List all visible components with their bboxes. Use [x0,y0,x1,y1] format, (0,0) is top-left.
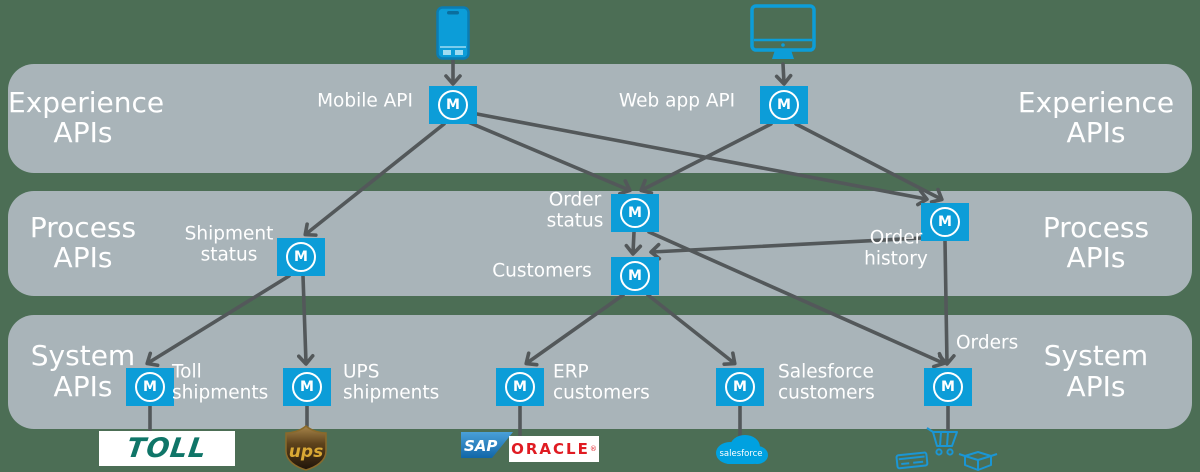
process-apis-label-right: Process APIs [1042,210,1150,275]
experience-apis-label-right: Experience APIs [1017,85,1175,150]
process-apis-label-left: Process APIs [29,210,137,275]
mule-logo-icon: M [933,372,963,402]
edge-customers-to-erp [524,293,625,367]
sap-logo: SAP [461,432,513,462]
node-shipment-status: M [277,238,325,276]
label-webapp-api: Web app API [618,90,736,112]
sap-logo-shape [461,432,513,458]
label-erp-customers: ERP customers [553,361,650,404]
label-order-history: Order history [864,227,928,270]
label-ups-shipments: UPS shipments [343,361,440,404]
experience-apis-label-left: Experience APIs [8,85,165,150]
salesforce-logo: salesforce [710,432,772,472]
mule-logo-icon: M [135,372,165,402]
salesforce-logo-text: salesforce [719,449,762,459]
edge-shipment-status-to-toll [145,274,291,368]
label-order-status: Order status [546,189,604,232]
node-salesforce-customers: M [716,368,764,406]
ups-shield-icon [285,425,327,471]
toll-logo: TOLL [99,431,235,466]
node-orders: M [924,368,972,406]
label-mobile-api: Mobile API [317,90,413,112]
mule-logo-icon: M [725,372,755,402]
node-erp-customers: M [496,368,544,406]
edge-shipment-status-to-ups [296,274,315,366]
mule-logo-icon: M [286,242,316,272]
node-mobile-api: M [429,86,477,124]
edge-mobile-api-to-shipment-status [303,122,446,237]
experience-apis-band: Experience APIs Experience APIs [8,64,1192,173]
node-customers: M [611,257,659,295]
ups-logo: ups [283,424,329,472]
edge-order-status-to-customers [624,230,643,256]
oracle-logo: ORACLE® [509,436,599,462]
mule-logo-icon: M [438,90,468,120]
node-ups-shipments: M [283,368,331,406]
mule-logo-icon: M [769,90,799,120]
edge-mobile-api-to-order-history [475,112,929,207]
mule-logo-icon: M [620,198,650,228]
node-webapp-api: M [760,86,808,124]
label-orders: Orders [956,332,1019,354]
edge-webapp-api-to-order-history [794,122,944,204]
edge-webapp-api-to-order-status [639,122,773,195]
mule-logo-icon: M [930,207,960,237]
edge-order-history-to-customers [649,236,924,261]
shopping-cart-icon [893,424,1003,472]
edge-monitor-to-webapp-api [774,62,793,86]
node-order-history: M [921,203,969,241]
mule-logo-icon: M [505,372,535,402]
node-order-status: M [611,194,659,232]
mule-logo-icon: M [292,372,322,402]
ups-logo-text: ups [289,442,323,462]
edge-mobile-api-to-order-status [466,120,632,196]
label-shipment-status: Shipment status [184,223,274,266]
edge-order-history-to-orders [938,239,956,366]
label-customers: Customers [492,260,592,282]
mule-logo-icon: M [620,261,650,291]
desktop-monitor-icon [750,4,816,68]
system-apis-label-right: System APIs [1043,339,1149,403]
node-toll-shipments: M [126,368,174,406]
system-apis-band: System APIs System APIs [8,315,1192,429]
process-apis-band: Process APIs Process APIs [8,191,1192,296]
oracle-registered-mark: ® [589,445,597,453]
oracle-logo-text: ORACLE [511,440,590,458]
edge-customers-to-salesforce [646,293,737,366]
sap-logo-text: SAP [464,437,497,455]
salesforce-cloud-icon [716,435,768,464]
system-apis-label-left: System APIs [30,339,136,403]
edge-order-status-to-orders [647,230,946,369]
smartphone-icon [436,6,470,64]
toll-logo-text: TOLL [124,433,210,464]
label-salesforce-customers: Salesforce customers [778,361,875,404]
label-toll-shipments: Toll shipments [172,361,269,404]
